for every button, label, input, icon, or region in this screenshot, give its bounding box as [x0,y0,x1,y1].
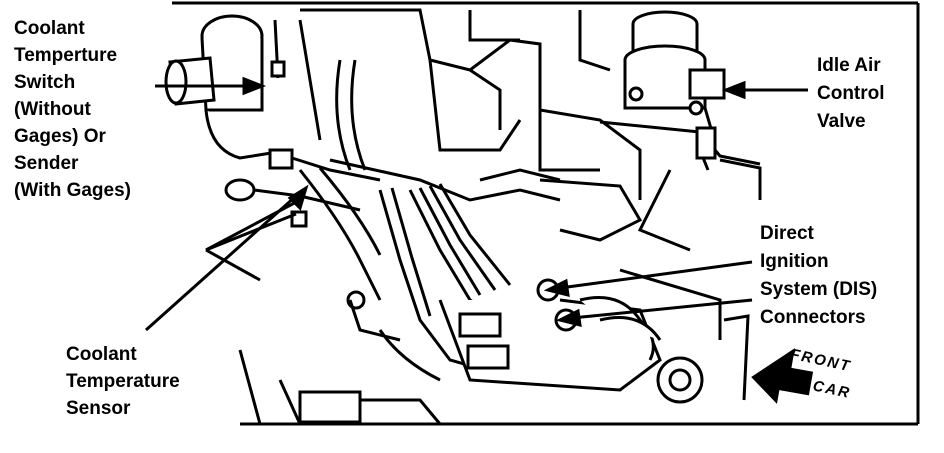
engine-block [238,290,442,425]
throttle-body [623,10,762,252]
sensor-bracket [205,148,381,282]
dis-pointer-1 [559,260,753,290]
coolant-sensor-pointer-1 [145,194,297,332]
dis-module [438,268,750,404]
coolant-sensor-label: Coolant Temperature Sensor [66,344,180,419]
thermostat-housing [164,14,291,160]
idle-air-label: Idle Air Control Valve [817,55,885,132]
dis-label: Direct Ignition System (DIS) Connectors [760,223,878,328]
intake-manifold [300,8,761,242]
callout-lines [145,76,808,332]
coolant-switch-label: Coolant Temperture Switch (Without Gages… [14,18,131,201]
dis-pointer-2 [571,298,753,320]
frame [172,1,920,426]
wiring-harness [298,19,621,382]
front-of-car-arrow [751,348,814,404]
